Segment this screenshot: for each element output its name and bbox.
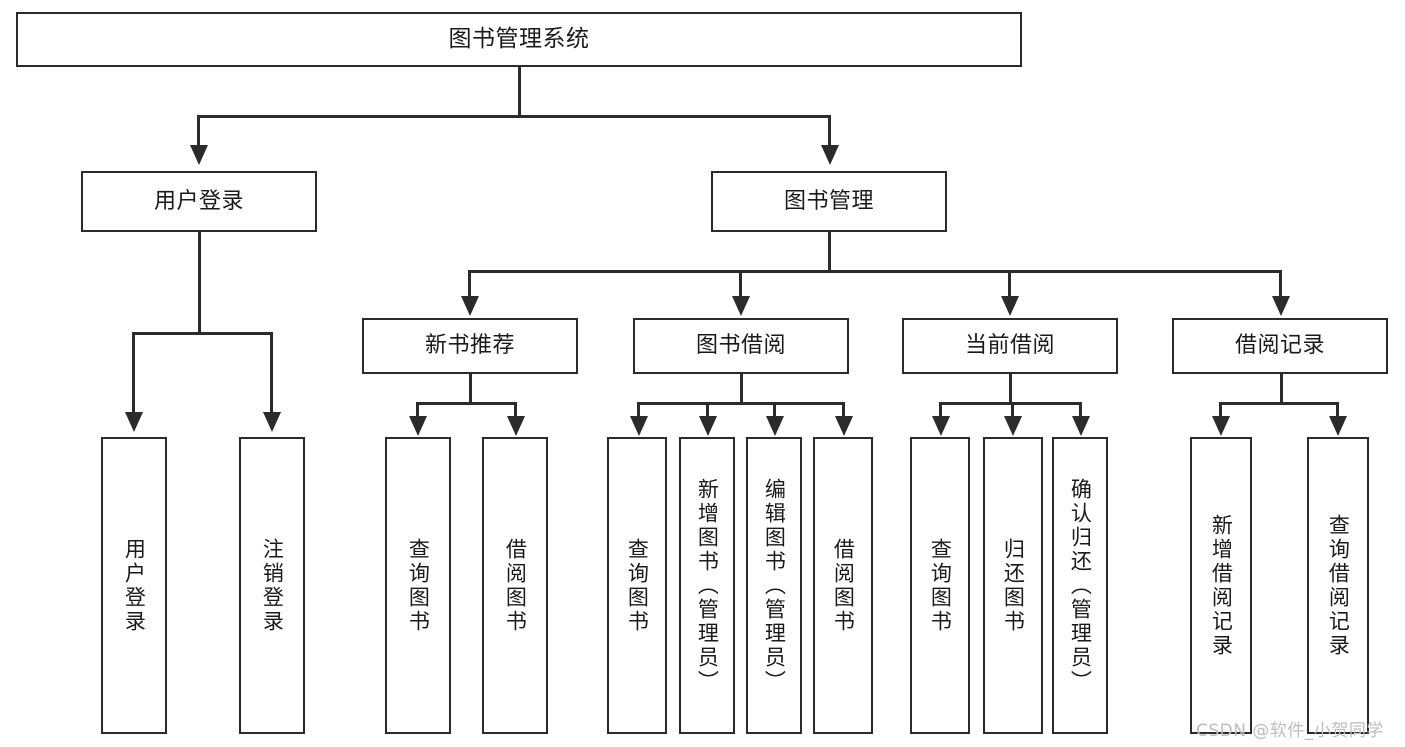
node-label: 新增借阅记录 [1209,513,1234,658]
connector-current-to-leaf-3 [1079,402,1082,418]
node-label: 图书管理 [783,188,874,214]
connector-current-bus [939,402,1081,405]
arrow-root-to-user-login [190,145,208,165]
node-label: 图书借阅 [695,333,786,359]
connector-bm-to-recommend [468,270,471,298]
connector-recommend-bus [416,402,517,405]
connector-current-stem [1009,374,1012,404]
leaf-node-return-book[interactable]: 归还图书 [983,437,1043,734]
connector-borrow-to-leaf-2 [706,402,709,418]
arrow-bm-to-borrow [732,296,750,316]
arrow-current-to-leaf-2 [1004,416,1022,436]
node-label: 归还图书 [1001,537,1026,634]
connector-book-management-bus [468,270,1282,273]
node-label: 确认归还（管理员） [1068,477,1093,694]
connector-current-to-leaf-1 [939,402,942,418]
connector-recommend-to-leaf-2 [514,402,517,418]
arrow-current-to-leaf-3 [1072,416,1090,436]
leaf-node-add-borrow-record[interactable]: 新增借阅记录 [1190,437,1252,734]
connector-bm-to-records [1279,270,1282,298]
leaf-node-borrow-book[interactable]: 借阅图书 [813,437,873,734]
node-root-book-management-system[interactable]: 图书管理系统 [16,12,1022,67]
node-label: 借阅图书 [503,537,528,634]
connector-borrow-to-leaf-1 [637,402,640,418]
node-label: 图书管理系统 [448,25,590,52]
leaf-node-confirm-return-admin[interactable]: 确认归还（管理员） [1052,437,1108,734]
leaf-node-logout[interactable]: 注销登录 [239,437,305,734]
leaf-node-add-book-admin[interactable]: 新增图书（管理员） [679,437,735,734]
connector-records-to-leaf-1 [1219,402,1222,418]
node-label: 查询图书 [625,537,650,634]
connector-user-login-bus [132,332,272,335]
arrow-borrow-to-leaf-1 [630,416,648,436]
connector-root-to-user-login [197,115,200,147]
arrow-borrow-to-leaf-3 [766,416,784,436]
arrow-bm-to-records [1272,296,1290,316]
connector-records-bus [1219,402,1339,405]
arrow-recommend-to-leaf-2 [507,416,525,436]
arrow-records-to-leaf-2 [1329,416,1347,436]
csdn-watermark: CSDN @软件_小贺同学 [1196,721,1384,741]
node-borrow-records[interactable]: 借阅记录 [1172,318,1388,374]
arrow-user-login-to-leaf-1 [125,412,143,432]
node-label: 用户登录 [153,188,244,214]
leaf-node-query-book-recommend[interactable]: 查询图书 [385,437,451,734]
arrow-borrow-to-leaf-4 [835,416,853,436]
node-book-borrow[interactable]: 图书借阅 [633,318,849,374]
node-label: 编辑图书（管理员） [762,477,787,694]
leaf-node-query-book-current[interactable]: 查询图书 [910,437,970,734]
node-label: 新增图书（管理员） [695,477,720,694]
arrow-borrow-to-leaf-2 [699,416,717,436]
node-label: 新书推荐 [424,333,515,359]
leaf-node-user-login[interactable]: 用户登录 [101,437,167,734]
leaf-node-query-book-borrow[interactable]: 查询图书 [607,437,667,734]
node-label: 查询图书 [928,537,953,634]
connector-book-management-stem [828,232,831,272]
connector-current-to-leaf-2 [1011,402,1014,418]
node-new-book-recommend[interactable]: 新书推荐 [362,318,578,374]
leaf-node-edit-book-admin[interactable]: 编辑图书（管理员） [746,437,802,734]
connector-user-login-to-leaf-1 [132,332,135,414]
node-user-login[interactable]: 用户登录 [81,171,317,232]
connector-recommend-stem [469,374,472,404]
node-book-management[interactable]: 图书管理 [711,171,947,232]
node-label: 查询借阅记录 [1326,513,1351,658]
node-label: 当前借阅 [964,333,1055,359]
leaf-node-query-borrow-record[interactable]: 查询借阅记录 [1307,437,1369,734]
connector-root-bus [197,115,831,118]
node-label: 借阅图书 [831,537,856,634]
leaf-node-borrow-book-recommend[interactable]: 借阅图书 [482,437,548,734]
connector-user-login-stem [198,232,201,334]
connector-borrow-to-leaf-4 [842,402,845,418]
connector-root-to-book-management [828,115,831,147]
node-label: 用户登录 [122,537,147,634]
connector-borrow-stem [740,374,743,404]
node-label: 注销登录 [260,537,285,634]
connector-bm-to-current [1008,270,1011,298]
arrow-recommend-to-leaf-1 [409,416,427,436]
arrow-bm-to-current [1001,296,1019,316]
arrow-current-to-leaf-1 [932,416,950,436]
node-label: 查询图书 [406,537,431,634]
connector-records-stem [1280,374,1283,404]
arrow-bm-to-recommend [461,296,479,316]
connector-user-login-to-leaf-2 [270,332,273,414]
connector-bm-to-borrow [739,270,742,298]
node-current-borrow[interactable]: 当前借阅 [902,318,1118,374]
arrow-root-to-book-management [821,145,839,165]
node-label: 借阅记录 [1234,333,1325,359]
arrow-user-login-to-leaf-2 [263,412,281,432]
connector-borrow-bus [637,402,843,405]
connector-records-to-leaf-2 [1336,402,1339,418]
connector-root-stem [518,67,521,117]
connector-recommend-to-leaf-1 [416,402,419,418]
arrow-records-to-leaf-1 [1212,416,1230,436]
connector-borrow-to-leaf-3 [773,402,776,418]
